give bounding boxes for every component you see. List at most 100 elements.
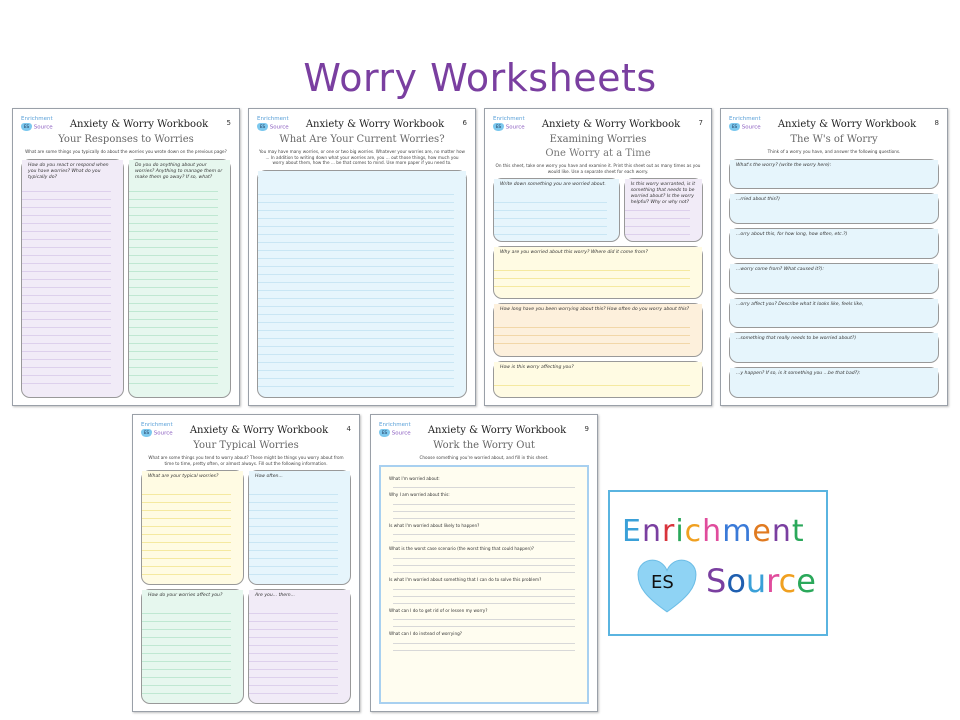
heart-icon: ES — [493, 123, 504, 131]
answer-line[interactable] — [393, 626, 575, 628]
answer-line[interactable] — [393, 541, 575, 543]
answer-boxes: How do you react or respond when you hav… — [21, 158, 231, 398]
answer-box-prompt: Write down something you are worried abo… — [494, 179, 619, 192]
worksheet-subtitle-2: One Worry at a Time — [545, 148, 651, 159]
answer-line[interactable] — [393, 503, 575, 505]
answer-box[interactable]: How long have you been worrying about th… — [493, 303, 703, 357]
logo-letter: m — [722, 514, 753, 549]
answer-box[interactable]: ...rried about this?) — [729, 193, 939, 225]
heart-icon: ES — [141, 429, 152, 437]
answer-boxes: What's the worry? (write the worry here)… — [729, 158, 939, 398]
answer-box[interactable]: What are your typical worries? — [141, 470, 244, 586]
answer-box[interactable]: ...something that really needs to be wor… — [729, 332, 939, 364]
heart-icon: ES — [257, 123, 268, 131]
page-number: 8 — [934, 119, 939, 127]
answer-box[interactable]: How do you react or respond when you hav… — [21, 158, 124, 398]
worksheet-question: What can I do to get rid of or lessen my… — [389, 607, 488, 613]
logo-letter: e — [796, 562, 816, 600]
logo-letter: E — [622, 514, 642, 549]
answer-line[interactable] — [393, 557, 575, 559]
answer-box-prompt: ...something that really needs to be wor… — [730, 333, 938, 346]
answer-box[interactable] — [257, 169, 467, 398]
page-number: 7 — [698, 119, 703, 127]
logo-letter: o — [726, 562, 746, 600]
answer-line[interactable] — [393, 534, 575, 536]
answer-box-prompt: What are your typical worries? — [142, 471, 243, 484]
answer-box[interactable]: How is this worry affecting you? — [493, 360, 703, 398]
worksheet-subtitle: The W's of Worry — [790, 134, 878, 145]
answer-box-prompt: How is this worry affecting you? — [494, 361, 702, 374]
page-logo-line2-row: ES Source — [379, 429, 415, 438]
worksheet-instructions: Think of a worry you have, and answer th… — [767, 149, 901, 154]
answer-box-prompt: Are you... them... — [249, 590, 350, 603]
page-number: 5 — [226, 119, 231, 127]
answer-line[interactable] — [393, 619, 575, 621]
worksheet-subtitle: Work the Worry Out — [433, 440, 535, 451]
answer-line[interactable] — [393, 595, 575, 597]
logo-letter: c — [684, 514, 703, 549]
page-logo-line2-row: ES Source — [21, 123, 57, 132]
answer-box[interactable]: Are you... them... — [248, 589, 351, 704]
answer-box-prompt: Do you do anything about your worries? A… — [129, 159, 230, 184]
answer-box[interactable]: ...y happen? If so, is it something you … — [729, 367, 939, 398]
answer-line[interactable] — [393, 602, 575, 604]
answer-box[interactable]: Why are you worried about this worry? Wh… — [493, 246, 703, 300]
worksheet-question: What is the worst case scenario (the wor… — [389, 546, 535, 552]
answer-line[interactable] — [393, 642, 575, 644]
worksheet-question: What I'm worried about: — [389, 475, 440, 481]
page-logo-line2-row: ES Source — [257, 123, 293, 132]
answer-box[interactable]: Is this worry warranted, is it something… — [623, 178, 703, 243]
answer-line[interactable] — [393, 517, 575, 519]
answer-box[interactable]: Do you do anything about your worries? A… — [128, 158, 231, 398]
answer-line[interactable] — [393, 487, 575, 489]
logo-letter: u — [745, 562, 767, 600]
answer-line[interactable] — [393, 564, 575, 566]
answer-box-prompt: ...orry affect you? Describe what it loo… — [730, 298, 938, 311]
heart-icon — [637, 559, 697, 613]
answer-box[interactable]: Write down something you are worried abo… — [493, 178, 620, 243]
heart-icon: ES — [379, 429, 390, 437]
answer-line[interactable] — [393, 649, 575, 651]
answer-box-prompt: ...y happen? If so, is it something you … — [730, 368, 938, 381]
page-logo-line1: Enrichment — [257, 116, 289, 122]
page-logo-line1: Enrichment — [729, 116, 761, 122]
worksheet-instructions: What are some things you tend to worry a… — [148, 455, 344, 466]
worksheet-instructions: What are some things you typically do ab… — [25, 149, 227, 154]
logo-letter: n — [641, 514, 662, 549]
page-logo-line2: Source — [269, 124, 289, 131]
answer-line[interactable] — [393, 588, 575, 590]
worksheet-instructions: On this sheet, take one worry you have a… — [495, 163, 701, 174]
answer-box[interactable]: ...worry come from? What caused it?): — [729, 262, 939, 294]
heart-icon: ES — [21, 123, 32, 131]
answer-box[interactable]: ...orry affect you? Describe what it loo… — [729, 297, 939, 329]
page-number: 9 — [584, 425, 589, 433]
worksheet-heading: Anxiety & Worry Workbook — [427, 425, 567, 436]
worksheet-question: Is what I'm worried about something that… — [389, 576, 542, 582]
answer-box[interactable]: What's the worry? (write the worry here)… — [729, 158, 939, 190]
answer-box-prompt: How often... — [249, 471, 350, 484]
answer-box[interactable]: How do your worries affect you? — [141, 589, 244, 704]
worksheet-heading: Anxiety & Worry Workbook — [69, 119, 209, 130]
answer-box[interactable]: How often... — [248, 470, 351, 586]
answer-box[interactable]: ...orry about this, for how long, how of… — [729, 228, 939, 259]
answer-box-prompt: ...rried about this?) — [730, 194, 938, 207]
answer-line[interactable] — [393, 510, 575, 512]
answer-line[interactable] — [393, 571, 575, 573]
logo-letter: r — [661, 514, 676, 549]
heart-icon: ES — [729, 123, 740, 131]
page-logo-line2-row: ES Source — [729, 123, 765, 132]
page-logo-line1: Enrichment — [379, 422, 411, 428]
answer-box-prompt: Why are you worried about this worry? Wh… — [494, 247, 702, 260]
page-logo-line2: Source — [505, 124, 525, 131]
page-logo-line1: Enrichment — [141, 422, 173, 428]
worksheet-subtitle: Your Typical Worries — [193, 440, 299, 451]
